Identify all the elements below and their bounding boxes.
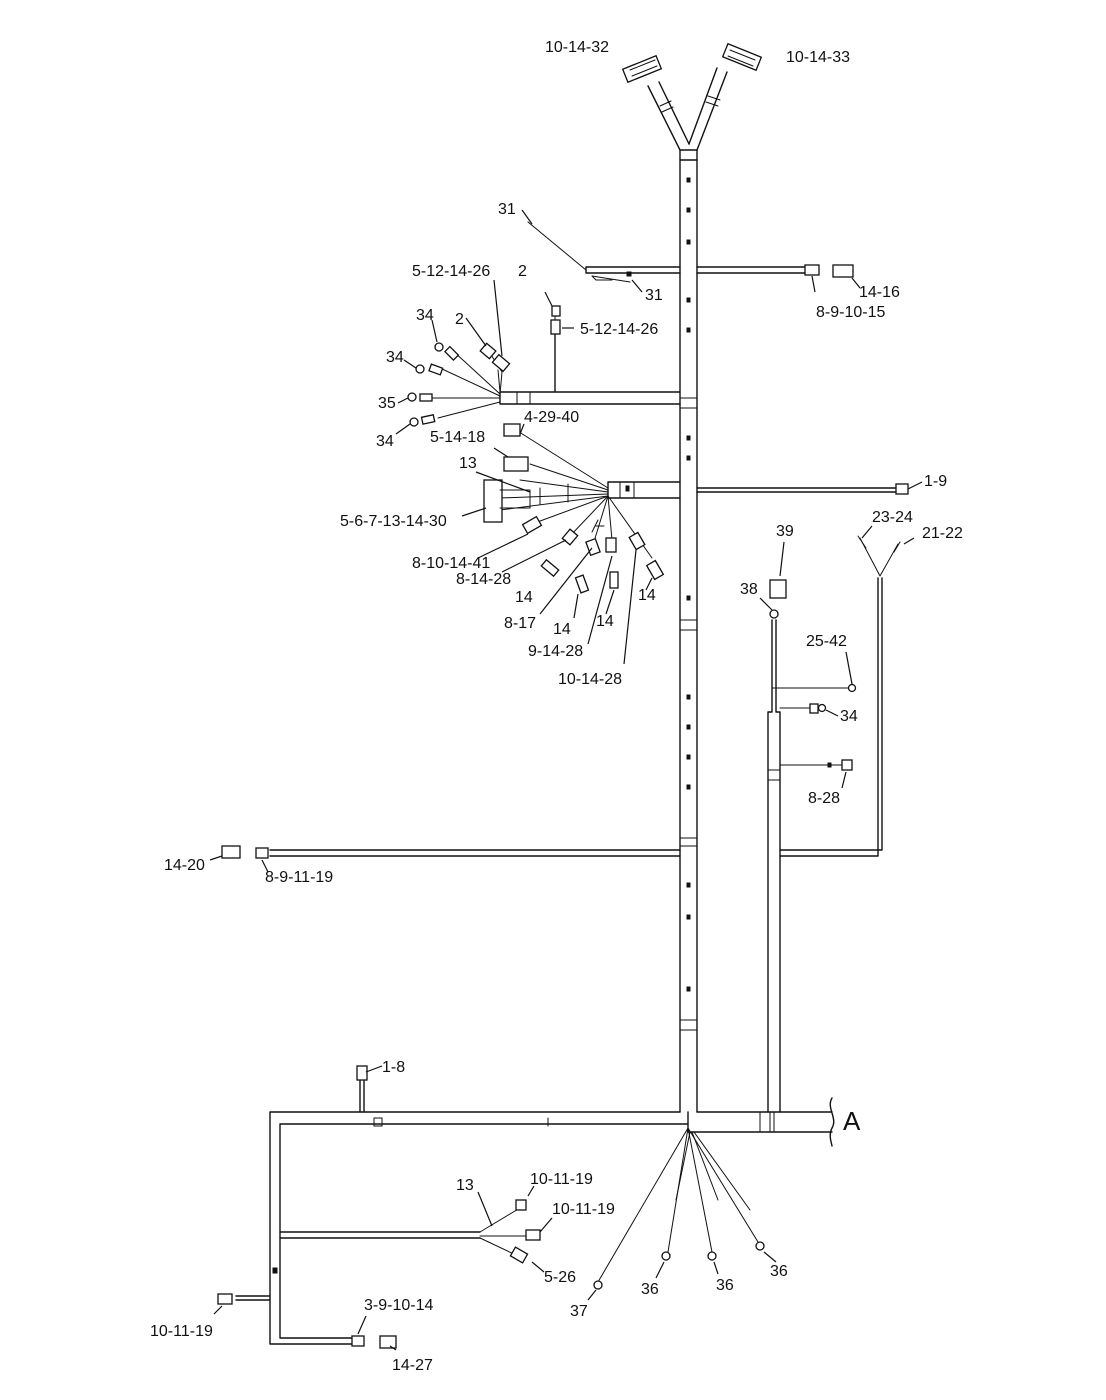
callout-label: 14 [515, 589, 533, 606]
callout-label: 5-26 [544, 1269, 576, 1286]
callout-label: 31 [498, 201, 516, 218]
branch-14-20 [209, 845, 681, 873]
callout-label: 35 [378, 395, 396, 412]
branch-1-9 [696, 481, 923, 495]
callout-label: 8-17 [504, 615, 536, 632]
lower-fan [587, 1127, 777, 1301]
callout-label: 36 [770, 1263, 788, 1280]
section-mark-label: A [843, 1106, 861, 1136]
callout-labels: 10-14-32 10-14-33 31 31 5-12-14-26 2 5-1… [150, 39, 963, 1374]
branch-14-16 [696, 264, 861, 293]
callout-label: 8-9-11-19 [265, 869, 333, 886]
callout-label: 39 [776, 523, 794, 540]
callout-label: 36 [716, 1277, 734, 1294]
callout-label: 25-42 [806, 633, 847, 650]
callout-label: 10-14-28 [558, 671, 622, 688]
callout-label: 2 [455, 311, 464, 328]
callout-label: 2 [518, 263, 527, 280]
callout-label: 34 [376, 433, 394, 450]
callout-label: 13 [456, 1177, 474, 1194]
callout-label: 14-16 [859, 284, 900, 301]
callout-label: 8-10-14-41 [412, 555, 490, 572]
callout-label: 14 [553, 621, 571, 638]
callout-label: 14-20 [164, 857, 205, 874]
connector-10-14-32 [621, 54, 663, 84]
callout-label: 5-12-14-26 [580, 321, 658, 338]
callout-label: 10-11-19 [150, 1323, 213, 1340]
callout-label: 9-14-28 [528, 643, 583, 660]
callout-label: 21-22 [922, 525, 963, 542]
callout-label: 34 [416, 307, 434, 324]
callout-label: 5-6-7-13-14-30 [340, 513, 447, 530]
callout-label: 34 [386, 349, 404, 366]
callout-label: 8-28 [808, 790, 840, 807]
branch-left-upper [395, 279, 681, 435]
callout-label: 38 [740, 581, 758, 598]
callout-label: 10-11-19 [552, 1201, 615, 1218]
callout-label: 37 [570, 1303, 588, 1320]
callout-label: 8-9-10-15 [816, 304, 885, 321]
callout-label: 34 [840, 708, 858, 725]
callout-label: 1-9 [924, 473, 947, 490]
callout-label: 36 [641, 1281, 659, 1298]
top-y-branches [621, 42, 763, 151]
callout-label: 10-11-19 [530, 1171, 593, 1188]
connector-10-14-33 [721, 42, 763, 72]
callout-label: 10-14-33 [786, 49, 850, 66]
callout-label: 4-29-40 [524, 409, 579, 426]
bottom-trunk [213, 1065, 835, 1351]
branch-left-fan [461, 423, 681, 665]
right-sub-harness [759, 525, 915, 1113]
callout-label: 8-14-28 [456, 571, 511, 588]
callout-label: 14 [596, 613, 614, 630]
callout-label: 14 [638, 587, 656, 604]
main-trunk [679, 149, 698, 1113]
callout-label: 3-9-10-14 [364, 1297, 433, 1314]
callout-label: 1-8 [382, 1059, 405, 1076]
callout-label: 14-27 [392, 1357, 433, 1374]
callout-label: 23-24 [872, 509, 913, 526]
callout-label: 5-12-14-26 [412, 263, 490, 280]
callout-label: 13 [459, 455, 477, 472]
callout-label: 5-14-18 [430, 429, 485, 446]
callout-label: 10-14-32 [545, 39, 609, 56]
callout-label: 31 [645, 287, 663, 304]
branch-31 [521, 209, 681, 293]
